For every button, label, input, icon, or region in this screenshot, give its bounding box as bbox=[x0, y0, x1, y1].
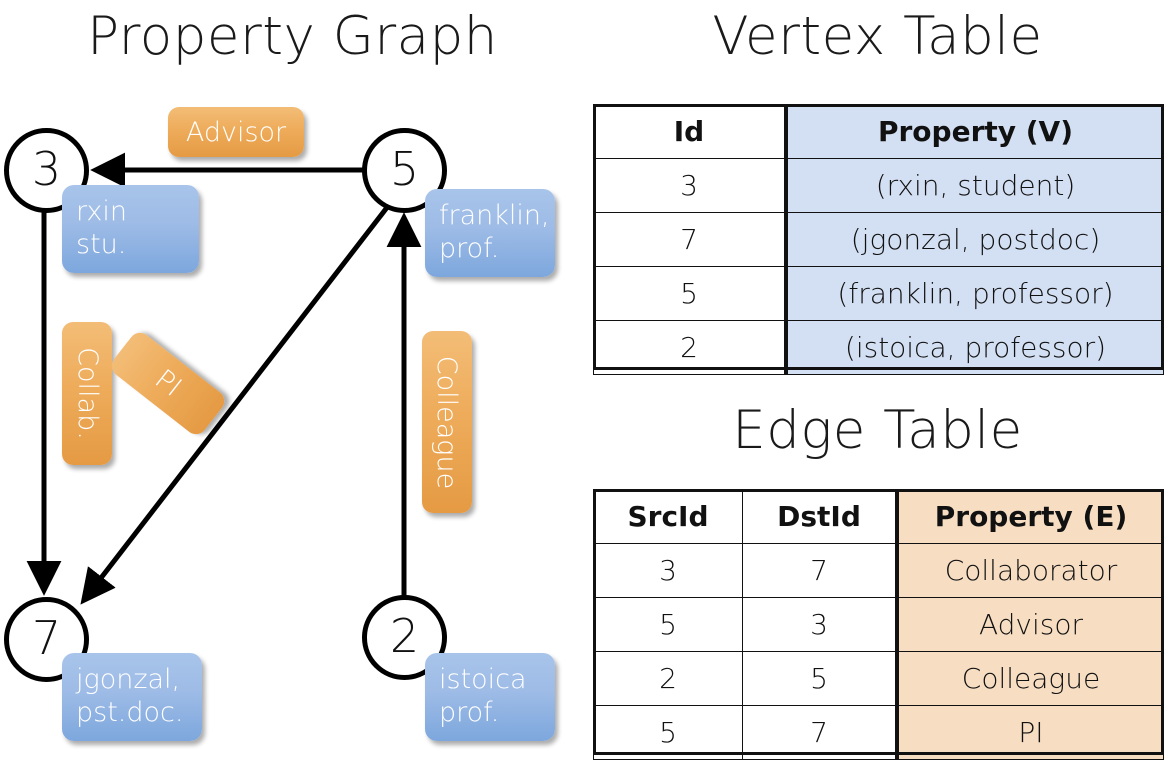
table-row: 3 7 Collaborator bbox=[593, 543, 1164, 598]
edge-label-advisor-text: Advisor bbox=[185, 116, 287, 148]
edge-label-pi-text: PI bbox=[148, 363, 188, 404]
table-row: 7 (jgonzal, postdoc) bbox=[593, 212, 1164, 267]
table-row: 2 (istoica, professor) bbox=[593, 320, 1164, 375]
vertex-cell-id: 7 bbox=[593, 212, 788, 267]
node-property-line-1: franklin, bbox=[439, 200, 550, 232]
node-property-line-2: stu. bbox=[76, 229, 127, 260]
vertex-cell-property: (jgonzal, postdoc) bbox=[785, 212, 1164, 267]
table-row: 5 7 PI bbox=[593, 705, 1164, 760]
page-title-edge-table: Edge Table bbox=[732, 400, 1023, 461]
node-property-line-2: prof. bbox=[439, 697, 500, 728]
vertex-cell-id: 2 bbox=[593, 320, 788, 375]
graph-node-7-label: 7 bbox=[31, 610, 62, 665]
edge-cell-property: Collaborator bbox=[896, 543, 1164, 598]
table-row: 2 5 Colleague bbox=[593, 651, 1164, 706]
edge-cell-dstid: 5 bbox=[742, 651, 899, 706]
edge-cell-property: Colleague bbox=[896, 651, 1164, 706]
edge-table-header-property: Property (E) bbox=[896, 489, 1164, 544]
edge-cell-dstid: 7 bbox=[742, 543, 899, 598]
table-header-row: SrcId DstId Property (E) bbox=[593, 489, 1164, 544]
edge-cell-srcid: 3 bbox=[593, 543, 743, 598]
node-property-line-2: prof. bbox=[439, 233, 500, 264]
edge-cell-srcid: 5 bbox=[593, 705, 743, 760]
vertex-table-header-id: Id bbox=[593, 104, 788, 159]
graph-node-5-label: 5 bbox=[389, 141, 420, 196]
vertex-cell-id: 5 bbox=[593, 266, 788, 321]
edge-table-header-srcid: SrcId bbox=[593, 489, 743, 544]
vertex-table: Id Property (V) 3 (rxin, student) 7 (jgo… bbox=[593, 104, 1164, 375]
vertex-cell-property: (rxin, student) bbox=[785, 158, 1164, 213]
page-title-vertex-table: Vertex Table bbox=[712, 6, 1043, 67]
graph-node-3-label: 3 bbox=[31, 141, 62, 196]
edge-label-collab-text: Collab. bbox=[71, 347, 103, 440]
node-property-line-1: istoica bbox=[439, 664, 527, 696]
graph-node-5[interactable]: 5 bbox=[362, 128, 447, 213]
edge-table-header-dstid: DstId bbox=[742, 489, 899, 544]
edge-cell-srcid: 5 bbox=[593, 597, 743, 652]
edge-table: SrcId DstId Property (E) 3 7 Collaborato… bbox=[593, 489, 1164, 760]
table-row: 3 (rxin, student) bbox=[593, 158, 1164, 213]
graph-node-2-label: 2 bbox=[389, 608, 420, 663]
node-property-line-1: rxin bbox=[76, 196, 127, 228]
vertex-cell-property: (istoica, professor) bbox=[785, 320, 1164, 375]
graph-node-2[interactable]: 2 bbox=[362, 595, 447, 680]
edge-cell-property: PI bbox=[896, 705, 1164, 760]
node-property-line-2: pst.doc. bbox=[76, 697, 184, 728]
edge-cell-srcid: 2 bbox=[593, 651, 743, 706]
vertex-cell-property: (franklin, professor) bbox=[785, 266, 1164, 321]
node-property-box-istoica: istoica prof. bbox=[425, 653, 555, 741]
table-header-row: Id Property (V) bbox=[593, 104, 1164, 159]
edge-cell-dstid: 3 bbox=[742, 597, 899, 652]
node-property-box-jgonzal: jgonzal, pst.doc. bbox=[62, 653, 202, 741]
vertex-cell-id: 3 bbox=[593, 158, 788, 213]
node-property-box-franklin: franklin, prof. bbox=[425, 189, 555, 277]
page-title-property-graph: Property Graph bbox=[87, 6, 498, 67]
edge-5-to-7-pi bbox=[80, 199, 394, 605]
edge-cell-property: Advisor bbox=[896, 597, 1164, 652]
edge-label-colleague-text: Colleague bbox=[431, 355, 463, 489]
node-property-line-1: jgonzal, bbox=[76, 664, 181, 696]
edge-label-collab: Collab. bbox=[62, 322, 112, 465]
vertex-table-header-property: Property (V) bbox=[785, 104, 1164, 159]
edge-cell-dstid: 7 bbox=[742, 705, 899, 760]
table-row: 5 3 Advisor bbox=[593, 597, 1164, 652]
graph-edges-svg bbox=[26, 152, 422, 605]
table-row: 5 (franklin, professor) bbox=[593, 266, 1164, 321]
edge-label-advisor: Advisor bbox=[168, 107, 304, 157]
node-property-box-rxin: rxin stu. bbox=[62, 185, 199, 273]
edge-label-colleague: Colleague bbox=[422, 331, 472, 513]
